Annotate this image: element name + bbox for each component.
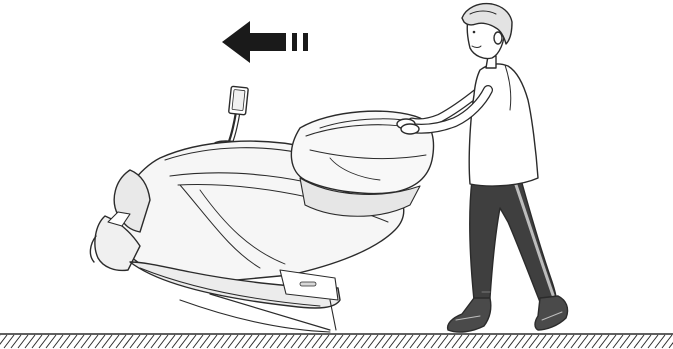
person-head: [462, 4, 512, 59]
floor-hatching: [0, 334, 673, 348]
person-pants: [470, 176, 556, 302]
massage-chair: [90, 86, 433, 332]
person-front-shoe: [448, 298, 491, 332]
chair-remote-tablet: [214, 86, 248, 147]
person-back-shoe: [535, 296, 568, 330]
person-shirt: [469, 64, 538, 186]
move-left-arrow-icon: [222, 21, 308, 63]
